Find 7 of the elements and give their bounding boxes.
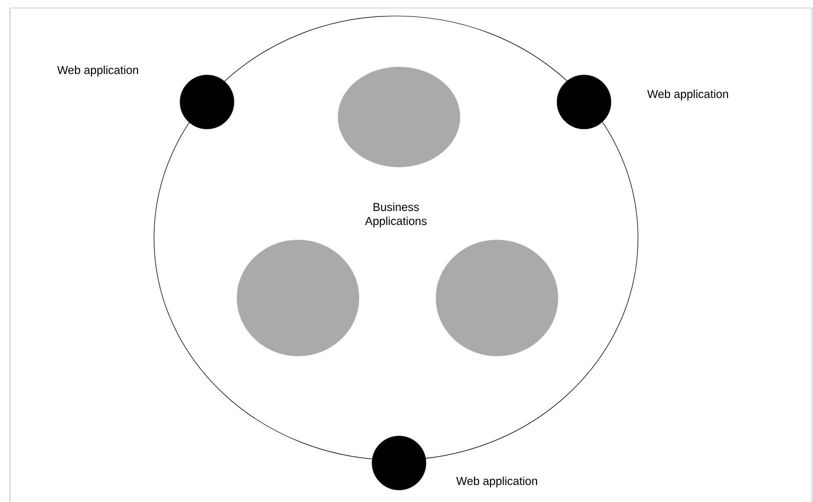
- node-caption: Web application: [647, 90, 728, 100]
- application-disc: [436, 240, 558, 356]
- application-disc: [338, 66, 460, 168]
- node-caption: Web application: [456, 476, 538, 488]
- application-disc: [236, 240, 360, 356]
- endpoint-dot: [372, 436, 426, 490]
- node-caption: Web application: [57, 66, 138, 76]
